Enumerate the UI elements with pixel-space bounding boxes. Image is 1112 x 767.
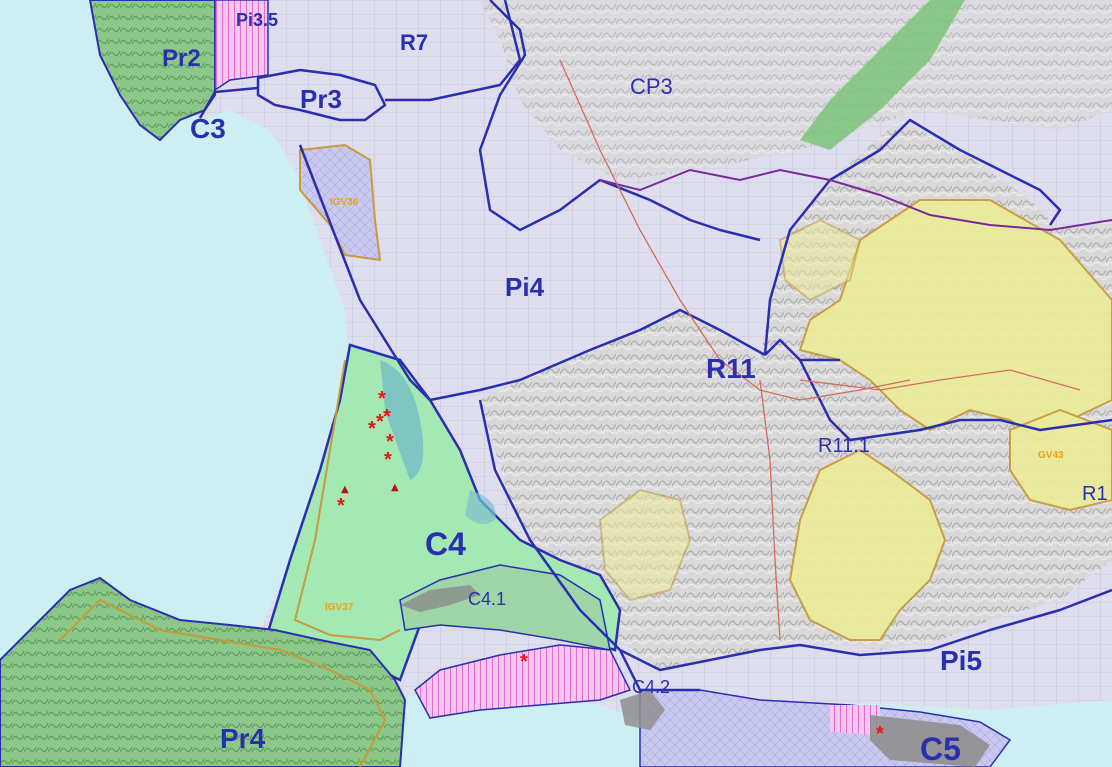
red-asterisk-markers: * * * * * * * * *: [337, 388, 884, 745]
zone-labels: Pr2 Pi3.5 R7 CP3 Pr3 C3 Pi4 R11 R11.1 R1…: [162, 10, 1108, 767]
marker-asterisk: *: [876, 723, 884, 745]
zone-yellow-r111: [788, 448, 947, 641]
zone-c5-dark: [870, 715, 990, 767]
marker-asterisk: *: [383, 406, 391, 428]
marker-asterisk: *: [378, 388, 386, 410]
town-c41: [400, 585, 480, 612]
label-pr3: Pr3: [300, 84, 342, 114]
zone-pr4-inner: [59, 598, 387, 767]
zone-yellow-gv43: [1009, 408, 1112, 512]
label-igv37: IGV37: [325, 602, 354, 613]
label-c3: C3: [190, 113, 226, 144]
label-igv36: IGV36: [330, 197, 359, 208]
marker-asterisk: *: [520, 651, 528, 673]
marker-asterisk: *: [376, 411, 384, 433]
label-pi5: Pi5: [940, 645, 982, 676]
label-c4: C4: [425, 526, 466, 562]
lagoon-water-2: [465, 490, 496, 524]
label-r1: R1: [1082, 483, 1108, 505]
zone-boundaries: [198, 0, 1112, 692]
marker-asterisk: *: [337, 495, 345, 517]
label-c42: C4.2: [632, 677, 670, 697]
marker-asterisk: *: [368, 418, 376, 440]
label-pr4: Pr4: [220, 723, 266, 754]
label-c41: C4.1: [468, 589, 506, 609]
label-gv43: GV43: [1038, 450, 1064, 461]
label-r7: R7: [400, 30, 428, 55]
red-triangle-markers: ▲ ▲: [341, 482, 399, 495]
label-pr2: Pr2: [162, 45, 201, 72]
zone-yellow-g44: [778, 218, 862, 302]
site-igv37-outline: [293, 359, 401, 642]
site-labels: IGV36 IGV37 GV43: [325, 197, 1064, 613]
relief-hills-north: [480, 0, 1112, 180]
admin-boundaries: [599, 168, 1112, 232]
label-r11: R11: [706, 353, 756, 384]
label-pi35: Pi3.5: [236, 10, 278, 30]
zone-beach-hatched: [414, 644, 632, 719]
road-lines: [559, 59, 1081, 641]
site-igv36-area: [299, 143, 382, 262]
marker-triangle: ▲: [391, 482, 399, 493]
marker-triangle: ▲: [341, 484, 349, 495]
marker-asterisk: *: [384, 449, 392, 471]
zone-pr4-area: [0, 576, 407, 767]
label-cp3: CP3: [630, 74, 673, 99]
label-c5: C5: [920, 731, 961, 767]
c42-headland: [620, 690, 665, 730]
marker-asterisk: *: [386, 431, 394, 453]
zone-yellow-large: [798, 199, 1112, 442]
zone-pi35-area: [214, 0, 269, 92]
label-pi4: Pi4: [505, 272, 545, 302]
zone-yellow-g41: [598, 488, 692, 602]
green-strip-northeast: [800, 0, 965, 150]
lagoon-water: [380, 360, 424, 480]
zone-c5-pink: [830, 705, 880, 735]
label-r111: R11.1: [818, 435, 870, 457]
